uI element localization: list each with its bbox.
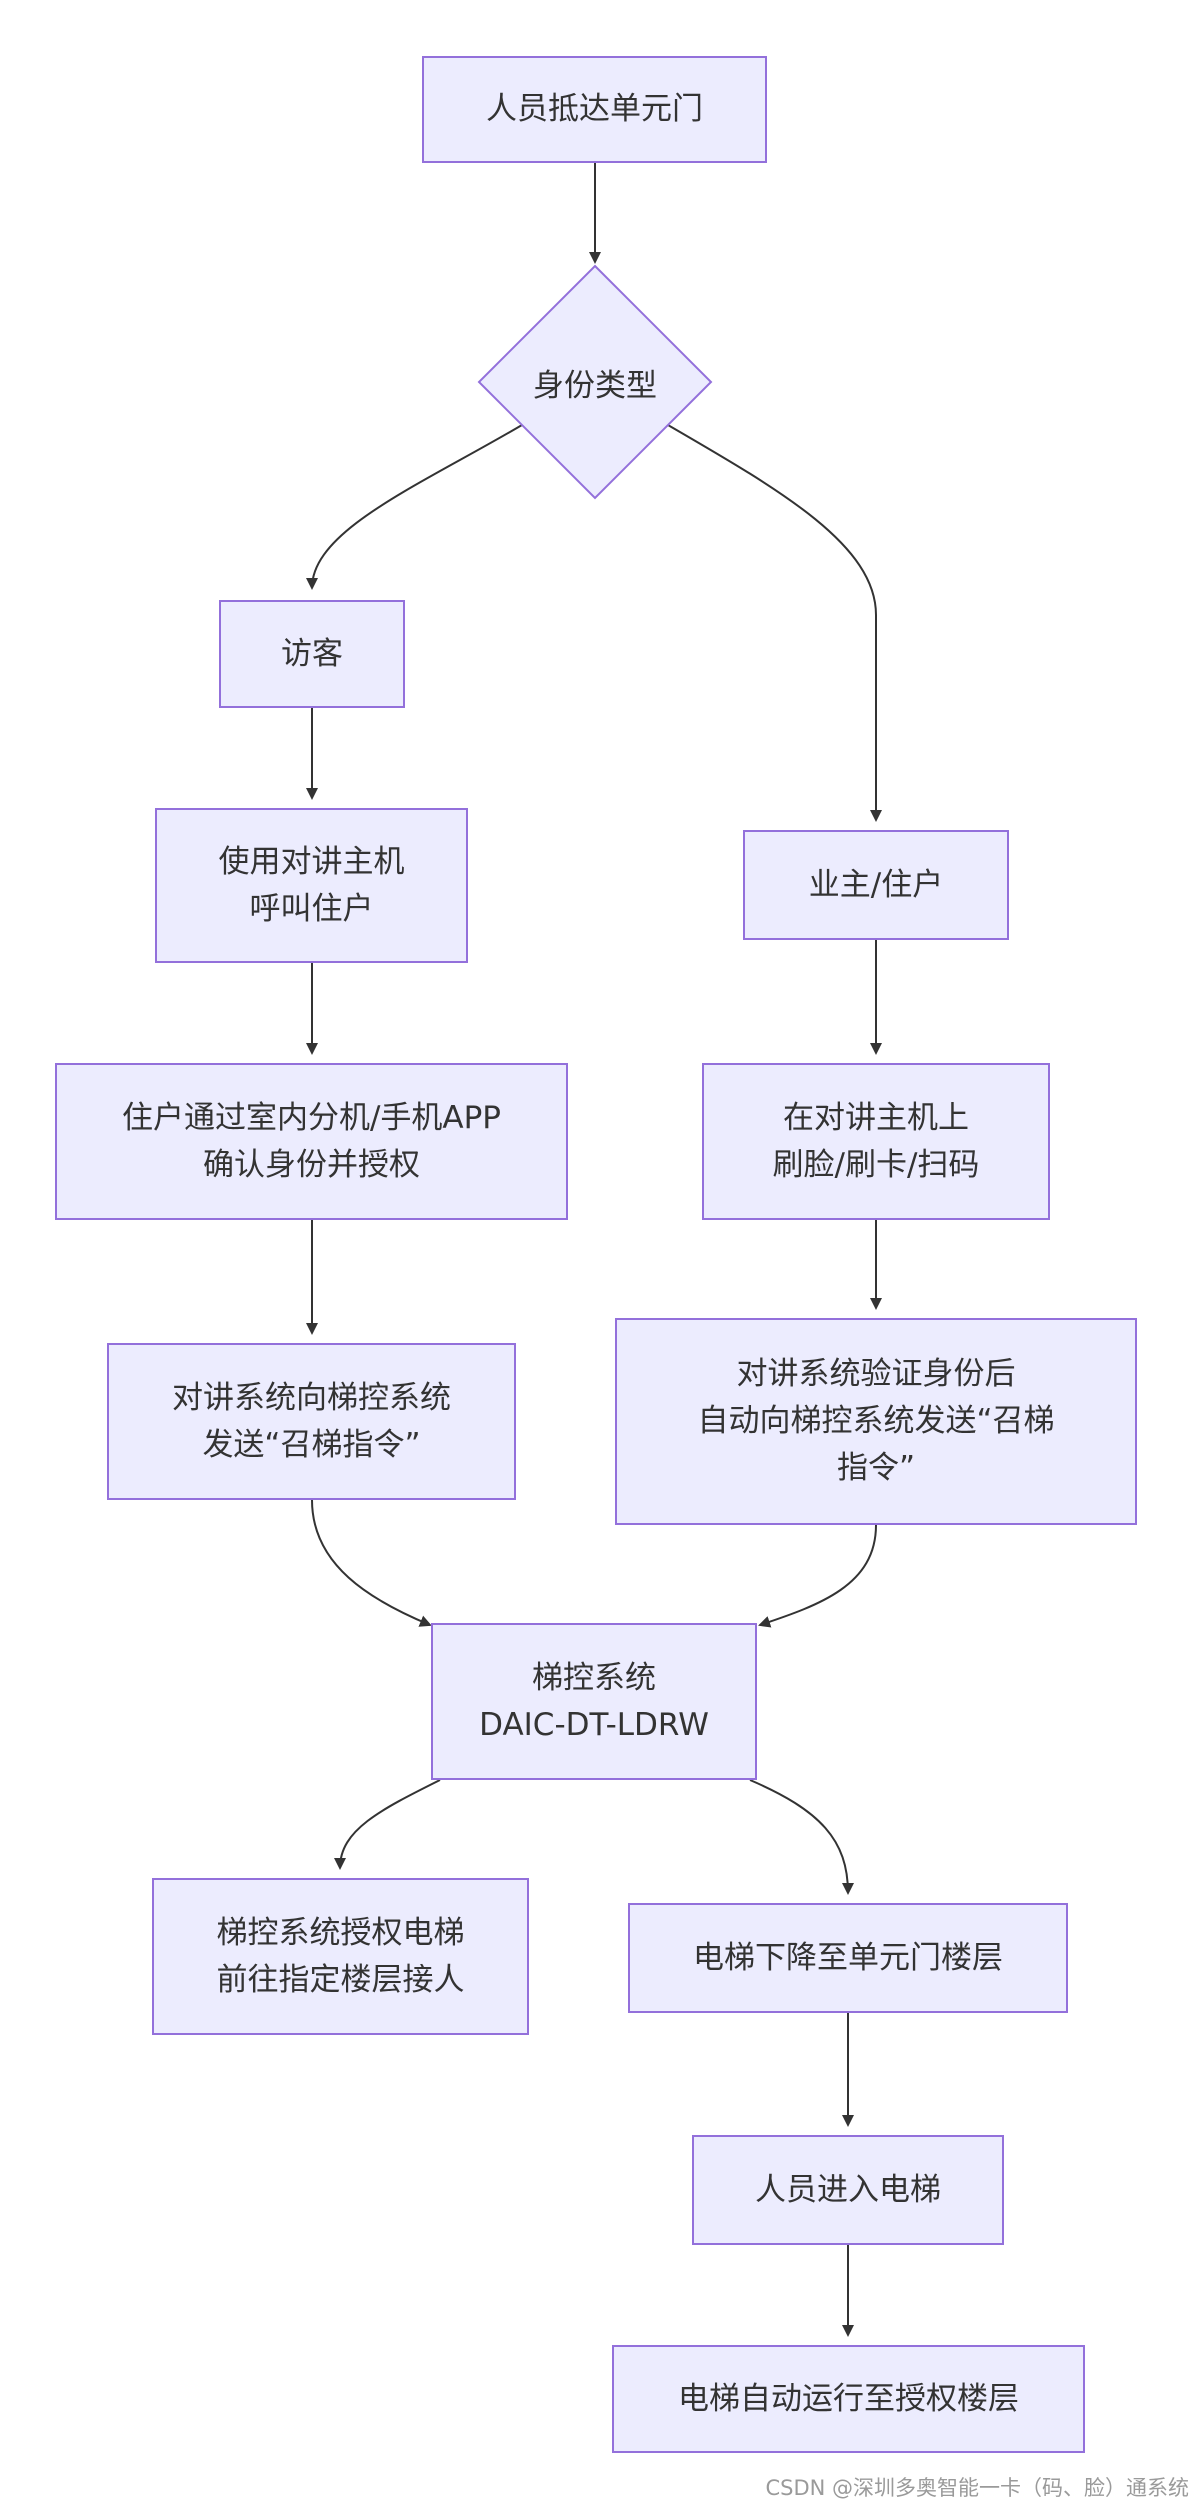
watermark: CSDN @深圳多奥智能一卡（码、脸）通系统 [765, 2476, 1189, 2500]
node-owner: 业主/住户 [743, 830, 1009, 940]
node-visitor-label: 访客 [281, 635, 343, 672]
node-elevator-descend-label: 电梯下降至单元门楼层 [693, 1939, 1003, 1976]
node-intercom-send-visitor: 对讲系统向梯控系统 发送“召梯指令” [107, 1343, 516, 1500]
node-elevator-control: 梯控系统 DAIC-DT-LDRW [431, 1623, 757, 1780]
node-intercom-auto-send-line2: 自动向梯控系统发送“召梯 [697, 1403, 1055, 1439]
node-authorize-elevator: 梯控系统授权电梯 前往指定楼层接人 [152, 1878, 529, 2035]
edge-identity-to-owner [667, 424, 882, 822]
node-authorize-elevator-line2: 前往指定楼层接人 [216, 1961, 465, 1998]
node-owner-verify: 在对讲主机上 刷脸/刷卡/扫码 [702, 1063, 1050, 1220]
node-authorize-elevator-line1: 梯控系统授权电梯 [216, 1914, 465, 1951]
node-auto-run-label: 电梯自动运行至授权楼层 [678, 2380, 1019, 2417]
node-intercom-auto-send-line1: 对讲系统验证身份后 [736, 1356, 1016, 1392]
node-identity-type-label: 身份类型 [533, 367, 657, 404]
node-intercom-auto-send-line3: 指令” [836, 1450, 916, 1486]
node-visitor-call-line2: 呼叫住户 [249, 890, 374, 927]
node-resident-confirm-line1: 住户通过室内分机/手机APP [121, 1099, 502, 1136]
node-elevator-descend: 电梯下降至单元门楼层 [628, 1903, 1068, 2013]
node-arrive-label: 人员抵达单元门 [486, 91, 703, 127]
node-elevator-control-line1: 梯控系统 [532, 1659, 656, 1696]
node-owner-label: 业主/住户 [808, 866, 944, 903]
node-visitor: 访客 [219, 600, 405, 708]
node-elevator-control-line2: DAIC-DT-LDRW [479, 1706, 709, 1743]
edge-identity-to-visitor [306, 424, 523, 590]
node-visitor-call-line1: 使用对讲主机 [218, 843, 405, 880]
node-intercom-auto-send: 对讲系统验证身份后 自动向梯控系统发送“召梯 指令” [615, 1318, 1137, 1525]
node-enter-elevator: 人员进入电梯 [692, 2135, 1004, 2245]
edge-control-to-authorize [334, 1779, 441, 1870]
node-auto-run: 电梯自动运行至授权楼层 [612, 2345, 1085, 2453]
edge-intercom-to-control [311, 1499, 432, 1627]
node-resident-confirm-line2: 确认身份并授权 [203, 1146, 420, 1183]
node-owner-verify-line2: 刷脸/刷卡/扫码 [772, 1146, 980, 1183]
node-identity-type: 身份类型 [477, 264, 713, 500]
edge-auto-to-control [758, 1524, 877, 1628]
node-owner-verify-line1: 在对讲主机上 [783, 1099, 969, 1136]
edge-control-to-descend [749, 1779, 854, 1895]
node-arrive: 人员抵达单元门 [422, 56, 767, 163]
node-intercom-send-visitor-line2: 发送“召梯指令” [202, 1426, 421, 1463]
node-visitor-call: 使用对讲主机 呼叫住户 [155, 808, 468, 963]
node-enter-elevator-label: 人员进入电梯 [755, 2171, 941, 2208]
node-intercom-send-visitor-line1: 对讲系统向梯控系统 [172, 1379, 451, 1416]
node-resident-confirm: 住户通过室内分机/手机APP 确认身份并授权 [55, 1063, 568, 1220]
node-identity-type-shape [477, 264, 713, 500]
